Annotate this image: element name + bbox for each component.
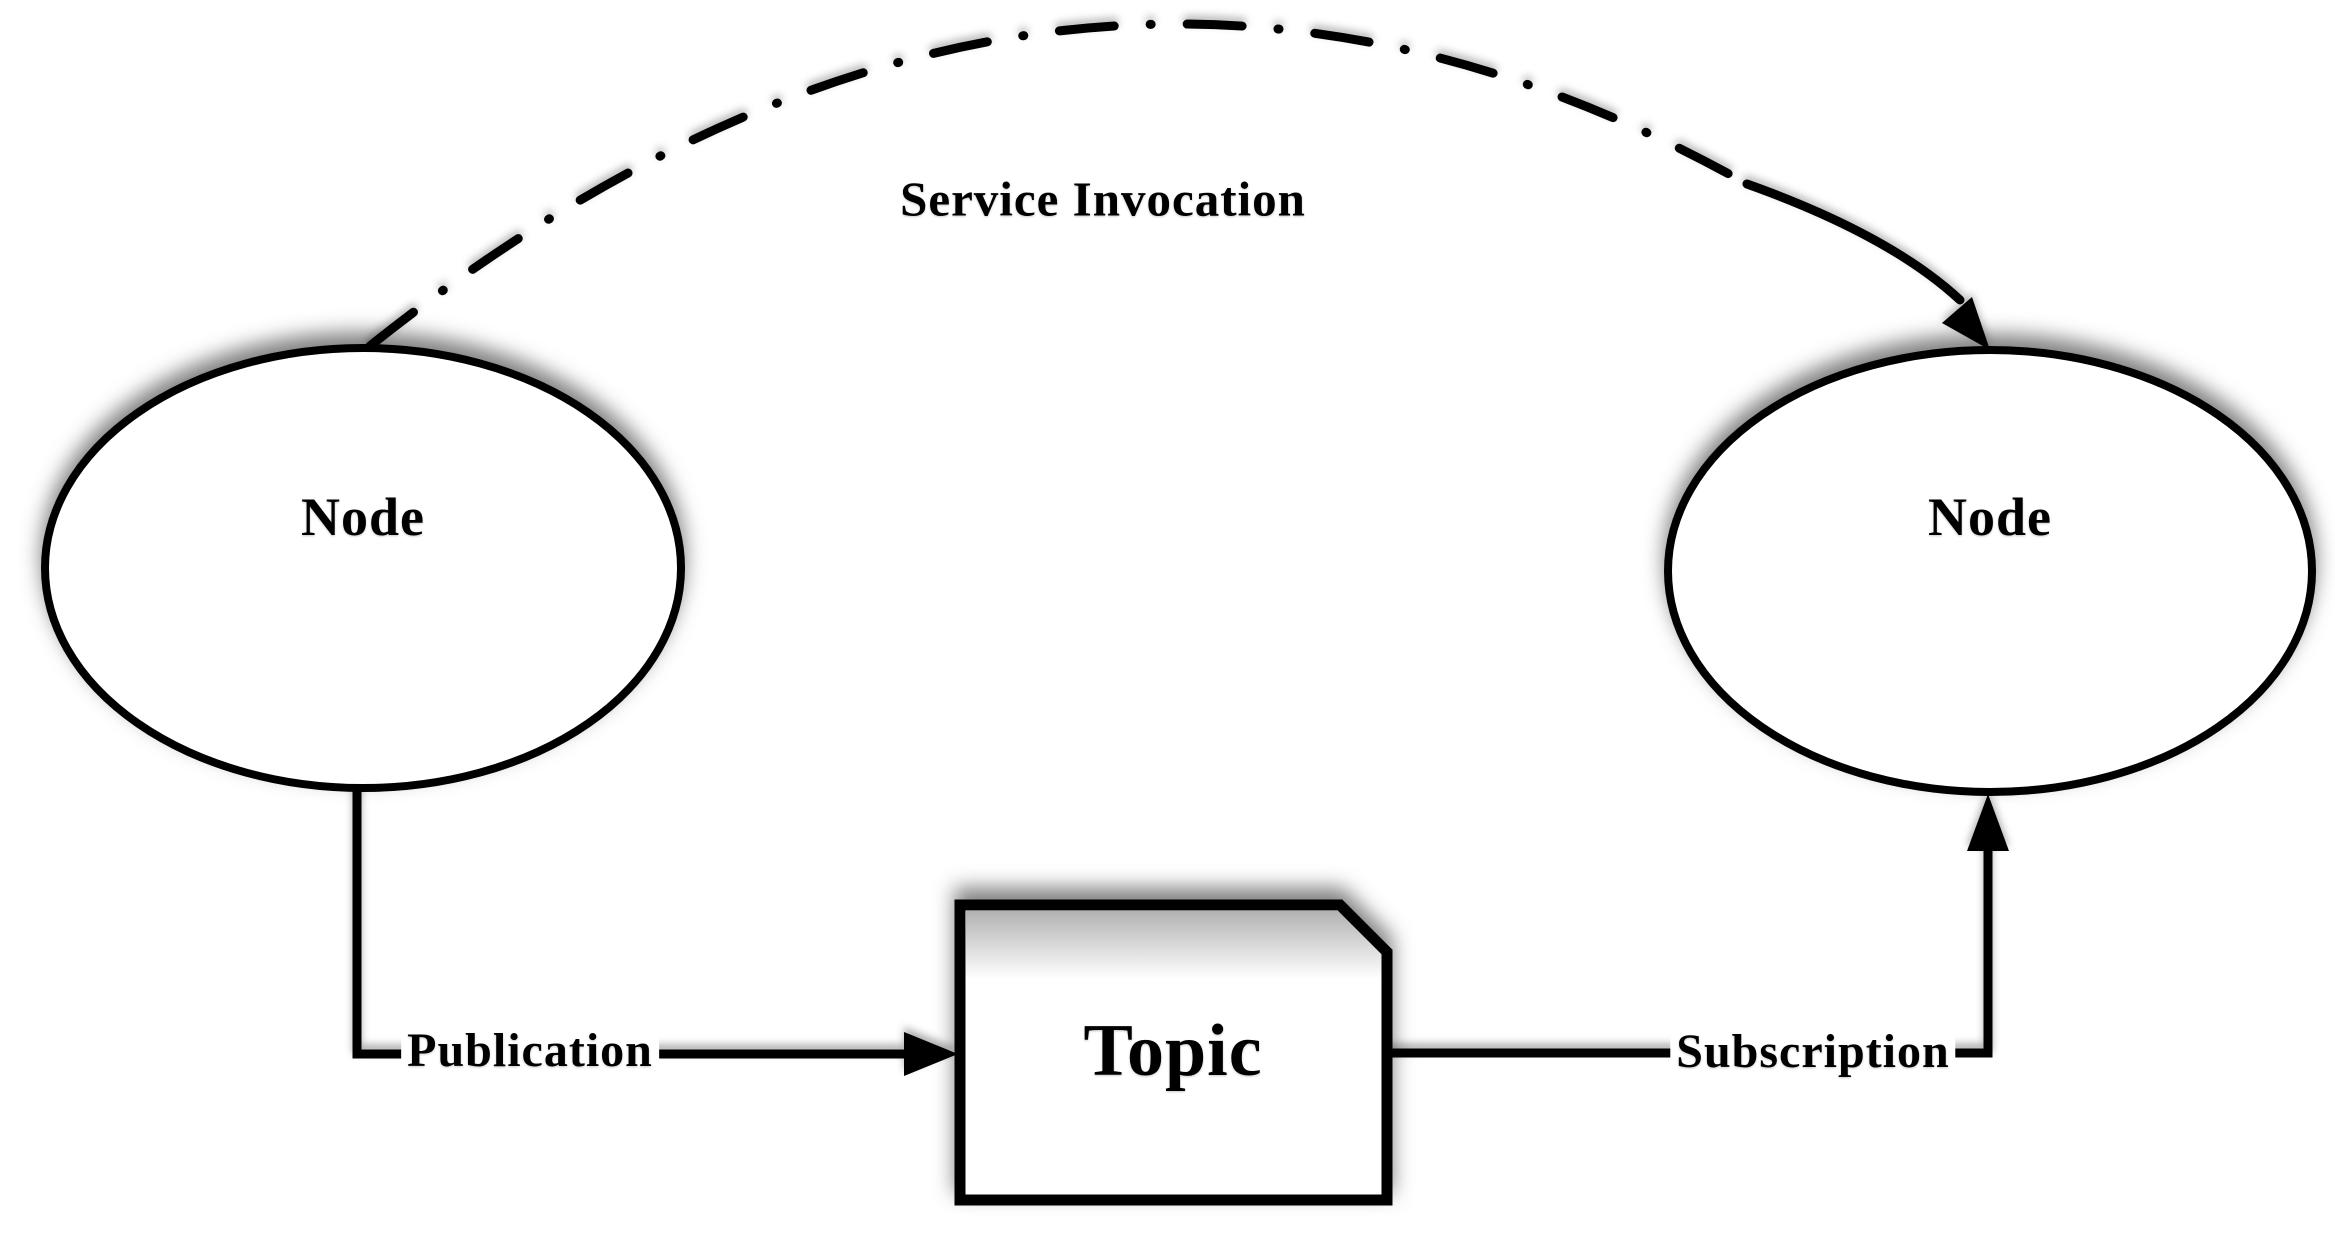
node-right-ellipse: [1664, 346, 2316, 796]
subscription-label: Subscription: [1670, 1026, 1956, 1078]
publication-connector-line: [352, 782, 906, 1059]
service-invocation-arrowhead-icon: [1942, 297, 1990, 350]
node-right-label: Node: [1928, 487, 2052, 547]
service-invocation-label: Service Invocation: [900, 171, 1306, 227]
publication-label: Publication: [401, 1025, 659, 1077]
service-invocation-solid-tail: [1742, 179, 1965, 305]
node-left-ellipse: [41, 344, 685, 792]
subscription-arrowhead-icon: [1967, 794, 2009, 851]
subscription-connector-line: [1385, 849, 1993, 1058]
topic-note-inner-shadow: [966, 911, 1382, 979]
service-invocation-dashdot-curve: [365, 19, 1752, 351]
service-invocation-arc: [365, 19, 1990, 351]
connector-lines: [352, 782, 2009, 1076]
publication-arrowhead-icon: [904, 1032, 958, 1076]
topic-label: Topic: [1083, 1010, 1263, 1092]
node-left-label: Node: [301, 487, 425, 547]
